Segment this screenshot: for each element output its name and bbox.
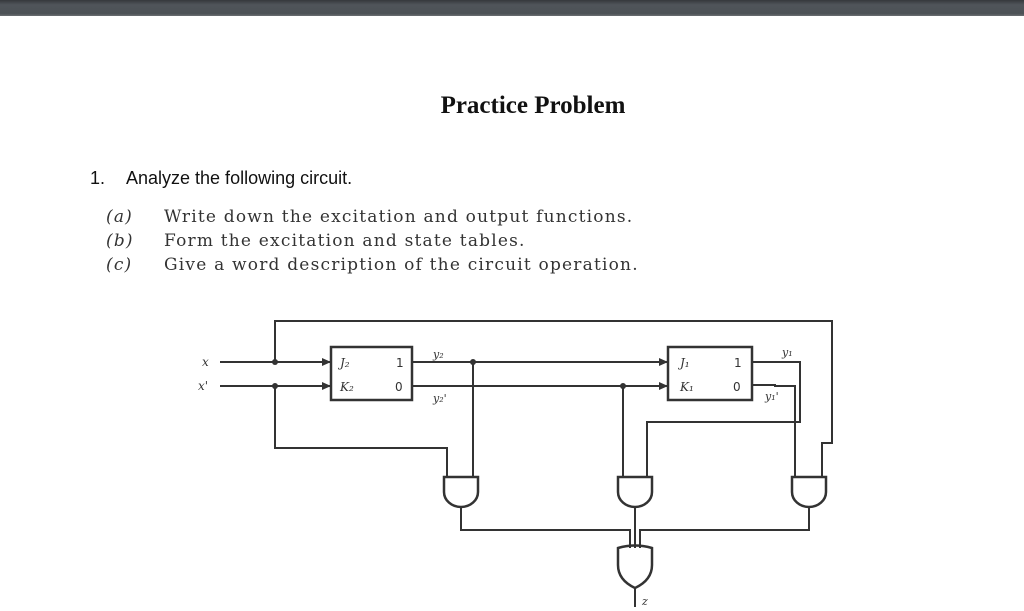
input-x-label: x bbox=[202, 355, 209, 369]
subpart-label: (c) bbox=[106, 255, 133, 275]
y1-label: y₁ bbox=[781, 346, 793, 359]
page-title: Practice Problem bbox=[440, 92, 626, 119]
ff2-k-label: K₂ bbox=[339, 380, 354, 394]
ff1-j-label: J₁ bbox=[677, 356, 690, 370]
output-z-label: z bbox=[641, 595, 648, 608]
question-1: 1. Analyze the following circuit. bbox=[90, 168, 352, 189]
subpart-a: (a) Write down the excitation and output … bbox=[106, 207, 633, 227]
subpart-label: (a) bbox=[106, 207, 133, 227]
subpart-c: (c) Give a word description of the circui… bbox=[106, 255, 639, 275]
viewer-top-bar bbox=[0, 0, 1024, 16]
subpart-text: Write down the excitation and output fun… bbox=[164, 207, 634, 227]
subpart-label: (b) bbox=[106, 231, 134, 251]
ff2-out0-label: 0 bbox=[395, 380, 403, 394]
subpart-text: Give a word description of the circuit o… bbox=[164, 255, 639, 275]
ff2-out1-label: 1 bbox=[396, 356, 404, 370]
ff1-out0-label: 0 bbox=[733, 380, 741, 394]
subpart-b: (b) Form the excitation and state tables. bbox=[106, 231, 526, 251]
ff1-out1-label: 1 bbox=[734, 356, 742, 370]
question-text: Analyze the following circuit. bbox=[126, 168, 353, 188]
y1-prime-label: y₁' bbox=[764, 390, 779, 403]
input-xprime-label: x' bbox=[198, 379, 208, 393]
subpart-text: Form the excitation and state tables. bbox=[164, 231, 526, 251]
y2-prime-label: y₂' bbox=[432, 392, 447, 405]
question-number: 1. bbox=[90, 168, 106, 188]
ff2-j-label: J₂ bbox=[337, 356, 350, 370]
y2-label: y₂ bbox=[432, 348, 444, 361]
ff1-k-label: K₁ bbox=[679, 380, 694, 394]
